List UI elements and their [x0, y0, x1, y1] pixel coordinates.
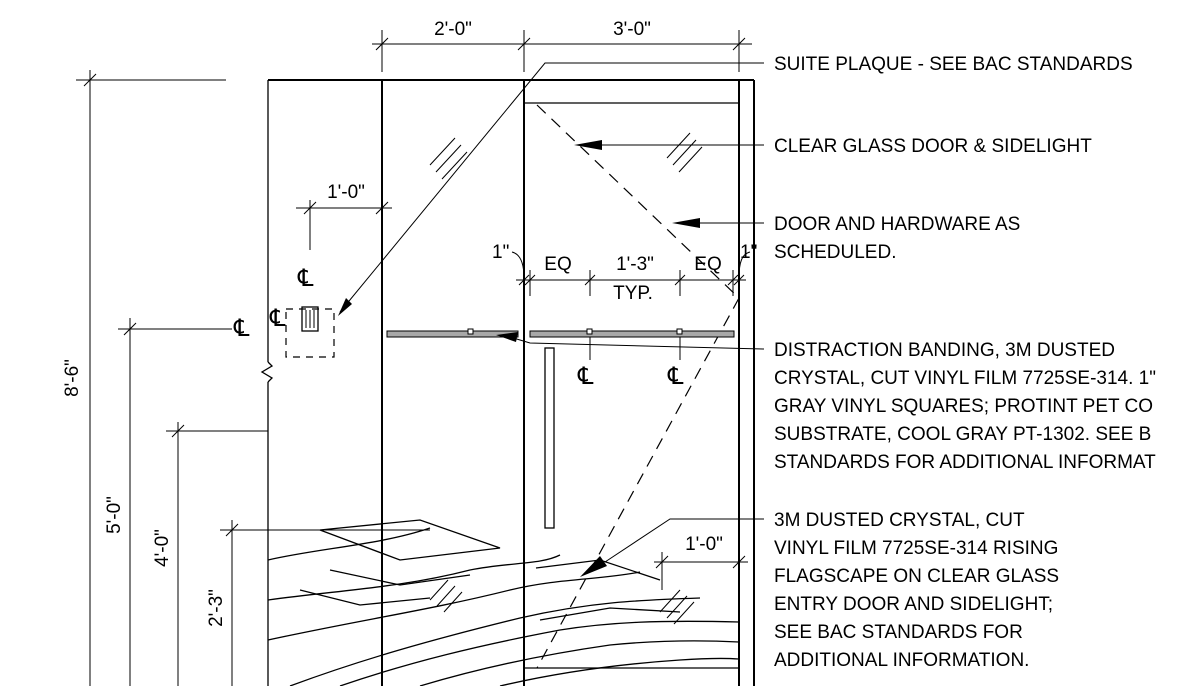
- note-flagscape-line6: ADDITIONAL INFORMATION.: [774, 650, 1029, 671]
- dim-typ: TYP.: [613, 283, 653, 304]
- note-banding-line5: STANDARDS FOR ADDITIONAL INFORMAT: [774, 452, 1156, 473]
- film-offset-dimension: [654, 552, 748, 590]
- note-door-hardware-line2: SCHEDULED.: [774, 242, 896, 263]
- left-height-dimensions: [76, 70, 430, 686]
- dim-film-height: 2'-3": [206, 589, 227, 627]
- dim-plaque-height: 5'-0": [104, 496, 125, 534]
- note-banding-line4: SUBSTRATE, COOL GRAY PT-1302. SEE B: [774, 424, 1151, 445]
- distraction-banding: [386, 328, 735, 338]
- svg-text:℄: ℄: [233, 315, 250, 342]
- dim-eq-left: EQ: [544, 254, 571, 275]
- top-dimension-lines: [372, 30, 752, 72]
- note-flagscape-line5: SEE BAC STANDARDS FOR: [774, 622, 1023, 643]
- dim-plaque-offset: 1'-0": [327, 182, 365, 203]
- note-flagscape-line1: 3M DUSTED CRYSTAL, CUT: [774, 510, 1025, 531]
- sidelight-frame: [381, 80, 525, 686]
- door-pull-handle: [544, 347, 555, 529]
- note-suite-plaque: SUITE PLAQUE - SEE BAC STANDARDS: [774, 54, 1133, 75]
- note-leaders: [338, 62, 765, 577]
- flagscape-graphic: [267, 519, 740, 686]
- note-banding-line3: GRAY VINYL SQUARES; PROTINT PET CO: [774, 396, 1153, 417]
- glass-hatch-marks: [429, 132, 703, 180]
- note-clear-glass: CLEAR GLASS DOOR & SIDELIGHT: [774, 136, 1092, 157]
- dim-top-left: 2'-0": [434, 19, 472, 40]
- dim-band-edge-left: 1": [492, 242, 509, 263]
- banding-dimension-lines: [511, 251, 751, 296]
- suite-plaque-outline: [285, 308, 335, 358]
- dim-overall-height: 8'-6": [62, 359, 83, 397]
- note-flagscape-line2: VINYL FILM 7725SE-314 RISING: [774, 538, 1058, 559]
- dim-square-spacing: 1'-3": [616, 254, 654, 275]
- note-banding-line1: DISTRACTION BANDING, 3M DUSTED: [774, 340, 1115, 361]
- dim-button-height: 4'-0": [152, 529, 173, 567]
- dim-top-right: 3'-0": [613, 19, 651, 40]
- door-swing-lines: [536, 104, 740, 669]
- wall-outline: [260, 79, 754, 686]
- svg-text:℄: ℄: [667, 363, 684, 390]
- door-frame: [524, 80, 755, 686]
- svg-text:℄: ℄: [297, 265, 314, 292]
- dim-eq-right: EQ: [694, 254, 721, 275]
- note-flagscape-line3: FLAGSCAPE ON CLEAR GLASS: [774, 566, 1059, 587]
- wall-button-icon: [301, 306, 319, 332]
- note-flagscape-line4: ENTRY DOOR AND SIDELIGHT;: [774, 594, 1053, 615]
- note-banding-line2: CRYSTAL, CUT VINYL FILM 7725SE-314. 1": [774, 368, 1156, 389]
- note-door-hardware-line1: DOOR AND HARDWARE AS: [774, 214, 1020, 235]
- plaque-offset-dimension: [296, 200, 392, 250]
- dim-film-offset: 1'-0": [685, 534, 723, 555]
- svg-text:℄: ℄: [269, 305, 286, 332]
- svg-text:℄: ℄: [577, 363, 594, 390]
- centerline-symbols: ℄ ℄ ℄ ℄ ℄: [233, 265, 684, 390]
- dim-band-edge-right: 1": [740, 242, 757, 263]
